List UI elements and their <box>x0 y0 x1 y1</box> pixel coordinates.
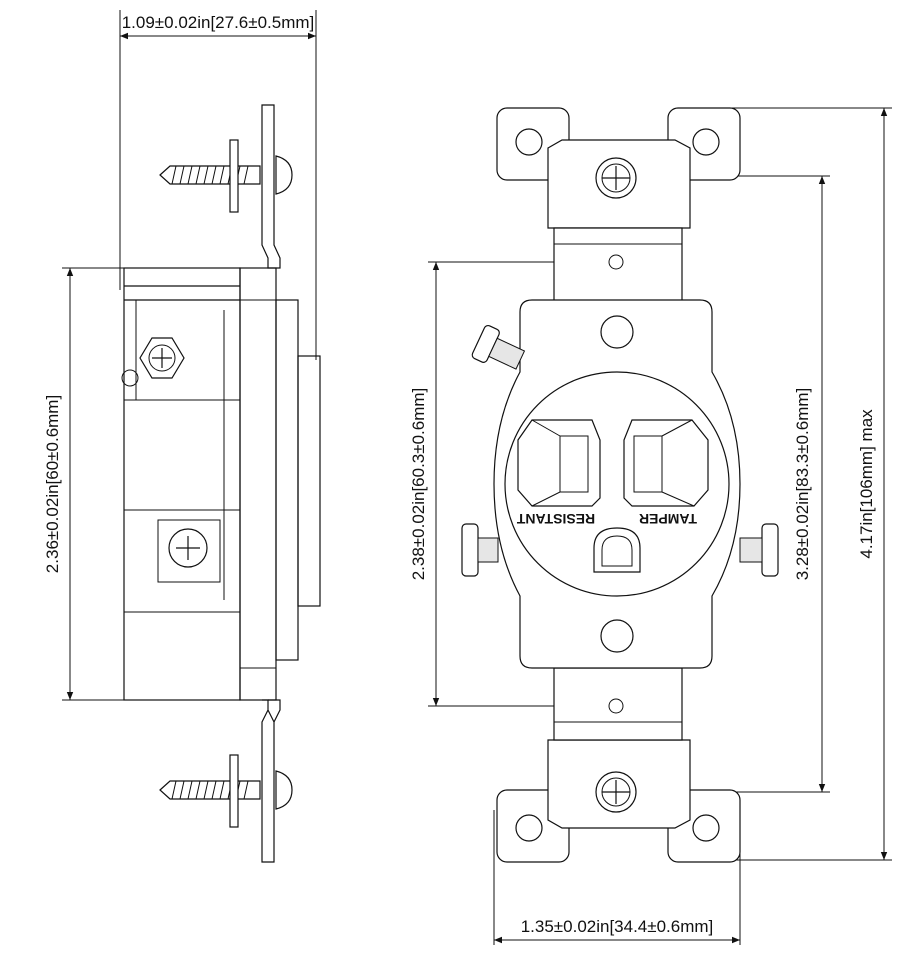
side-depth-dimension: 1.09±0.02in[27.6±0.5mm] <box>119 10 317 360</box>
receptacle-body <box>493 299 741 669</box>
top-mounting-screw <box>159 139 293 213</box>
resistant-label: RESISTANT <box>516 511 595 527</box>
overall-height-dimension: 4.17in[106mm] max <box>680 107 892 861</box>
tamper-label: TAMPER <box>639 511 697 527</box>
side-height-dimension: 2.36±0.02in[60±0.6mm] <box>43 267 124 701</box>
left-slot <box>517 419 601 507</box>
side-body <box>121 267 321 701</box>
side-terminal-screws <box>461 324 779 577</box>
hole-spacing-label: 3.28±0.02in[83.3±0.6mm] <box>793 388 812 581</box>
side-view: 1.09±0.02in[27.6±0.5mm] 2.36±0.02in[60±0… <box>43 10 321 863</box>
bottom-mounting-strap <box>496 667 741 863</box>
face-height-label: 2.38±0.02in[60.3±0.6mm] <box>409 388 428 581</box>
side-depth-label: 1.09±0.02in[27.6±0.5mm] <box>122 13 315 32</box>
side-height-label: 2.36±0.02in[60±0.6mm] <box>43 395 62 573</box>
right-slot <box>623 419 709 507</box>
top-mounting-strap <box>496 107 741 303</box>
overall-height-label: 4.17in[106mm] max <box>857 409 876 559</box>
ground-hole <box>593 527 641 573</box>
front-view: 4.17in[106mm] max 3.28±0.02in[83.3±0.6mm… <box>409 107 892 945</box>
front-width-label: 1.35±0.02in[34.4±0.6mm] <box>521 917 714 936</box>
bottom-mounting-screw <box>159 754 293 828</box>
face-height-dimension: 2.38±0.02in[60.3±0.6mm] <box>409 261 616 707</box>
